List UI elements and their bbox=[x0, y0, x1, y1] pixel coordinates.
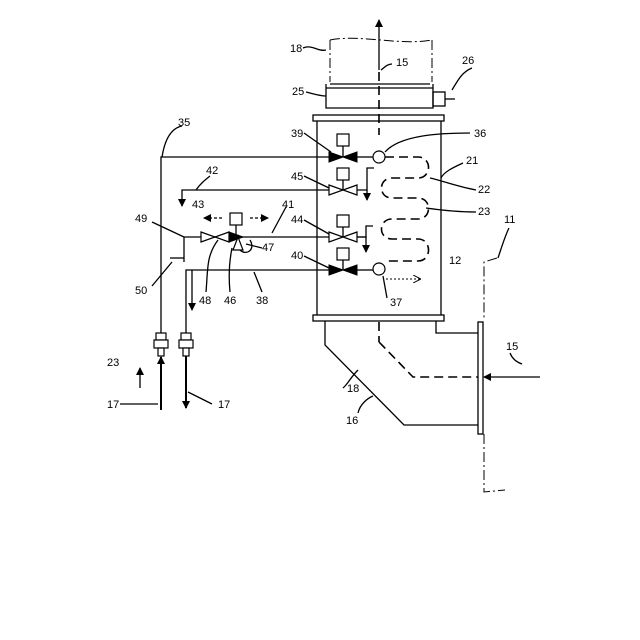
label-25: 25 bbox=[292, 86, 304, 98]
valve-40 bbox=[329, 248, 357, 275]
label-48: 48 bbox=[199, 295, 211, 307]
outlet-fitting bbox=[179, 333, 193, 408]
label-45: 45 bbox=[291, 171, 303, 183]
label-26: 26 bbox=[462, 55, 474, 67]
label-21: 21 bbox=[466, 155, 478, 167]
label-18-bottom: 18 bbox=[347, 383, 359, 395]
label-11: 11 bbox=[504, 214, 515, 226]
heat-exchanger-body bbox=[317, 121, 441, 315]
label-22: 22 bbox=[478, 184, 490, 196]
label-15-top: 15 bbox=[396, 57, 408, 69]
label-12: 12 bbox=[449, 255, 461, 267]
label-35: 35 bbox=[178, 117, 190, 129]
upper-exhaust-duct bbox=[330, 38, 432, 82]
label-43: 43 bbox=[192, 199, 204, 211]
lower-flange bbox=[313, 315, 444, 321]
label-36: 36 bbox=[474, 128, 486, 140]
label-23-right: 23 bbox=[478, 206, 490, 218]
label-39: 39 bbox=[291, 128, 303, 140]
label-17-right: 17 bbox=[218, 399, 230, 411]
leader-lines bbox=[120, 47, 522, 413]
coil-inlet-header bbox=[373, 151, 385, 163]
label-38: 38 bbox=[256, 295, 268, 307]
reference-labels: 18 15 26 25 35 39 36 21 42 45 22 43 41 2… bbox=[107, 43, 518, 427]
label-18-top: 18 bbox=[290, 43, 302, 55]
silencer-unit bbox=[326, 84, 455, 108]
label-23-left: 23 bbox=[107, 357, 119, 369]
label-49: 49 bbox=[135, 213, 147, 225]
valve-44 bbox=[329, 215, 357, 242]
label-46: 46 bbox=[224, 295, 236, 307]
label-17-left: 17 bbox=[107, 399, 119, 411]
coil-outlet-header bbox=[373, 263, 385, 275]
label-47: 47 bbox=[262, 242, 274, 254]
valve-39 bbox=[329, 134, 357, 162]
label-41: 41 bbox=[282, 199, 294, 211]
label-42: 42 bbox=[206, 165, 218, 177]
label-44: 44 bbox=[291, 214, 303, 226]
label-16: 16 bbox=[346, 415, 358, 427]
label-40: 40 bbox=[291, 250, 303, 262]
label-15-right: 15 bbox=[506, 341, 518, 353]
valve-45 bbox=[329, 168, 357, 195]
label-50: 50 bbox=[135, 285, 147, 297]
serpentine-coil bbox=[382, 157, 429, 261]
inlet-fitting bbox=[154, 333, 168, 410]
boundary-line bbox=[484, 258, 505, 492]
label-37: 37 bbox=[390, 297, 402, 309]
